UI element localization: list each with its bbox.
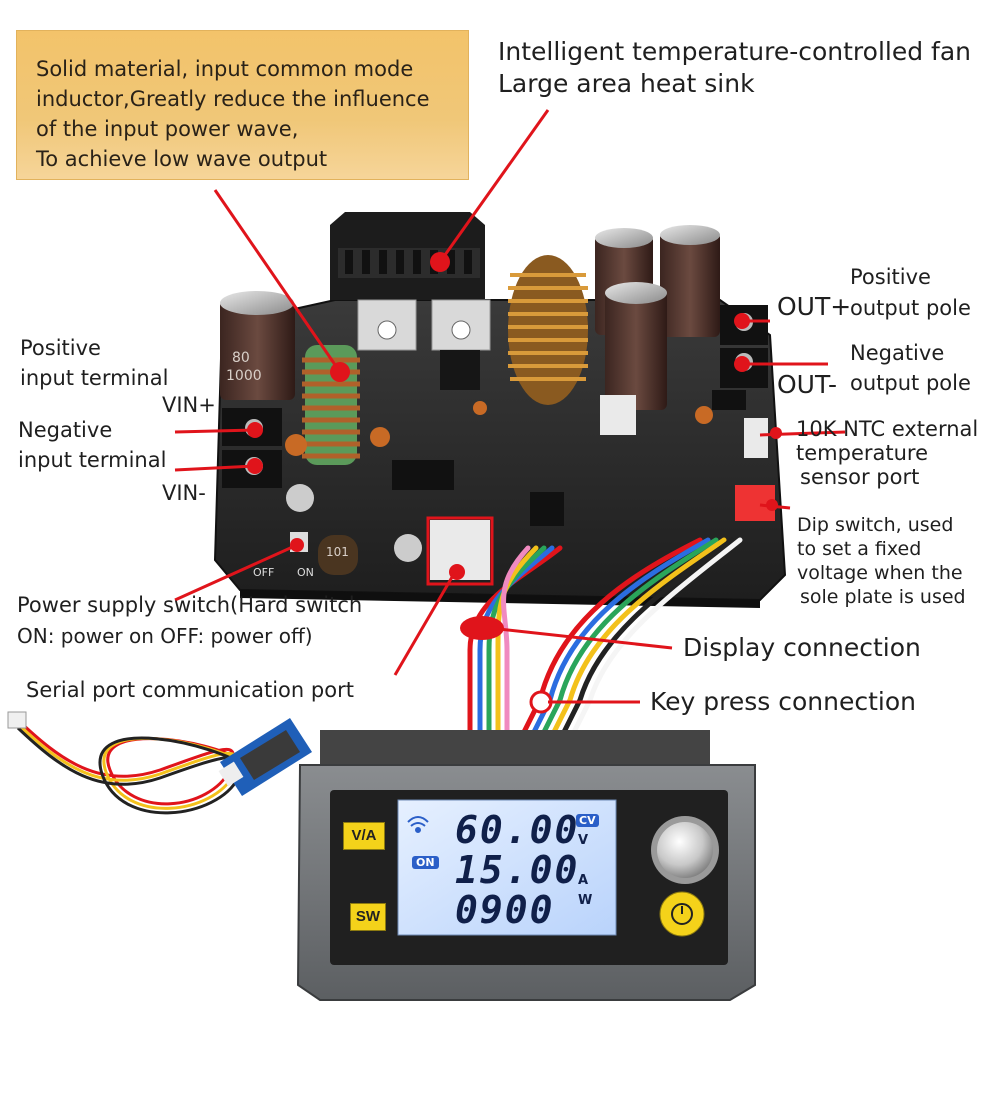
dip-label-4: sole plate is used <box>800 586 966 608</box>
callout-line-1: Solid material, input common mode <box>36 57 414 81</box>
lcd-unit-a: A <box>578 873 589 888</box>
serial-wifi-module <box>7 711 312 815</box>
on-badge: ON <box>412 856 439 869</box>
cv-badge: CV <box>576 814 599 827</box>
callout-line-4: To achieve low wave output <box>36 147 328 171</box>
annotation-dots <box>247 252 782 580</box>
lcd-voltage: 60.00 <box>455 808 580 852</box>
callout-line-3: of the input power wave, <box>36 117 299 141</box>
lcd-power: 0900 <box>455 888 555 932</box>
common-mode-inductor <box>302 345 360 465</box>
adjust-knob[interactable] <box>651 816 719 884</box>
ntc-label-1: 10K NTC external <box>796 417 979 441</box>
inductor-callout: Solid material, input common mode induct… <box>16 30 469 180</box>
pos-input-label-1: Positive <box>20 336 101 360</box>
vin-minus-tag: VIN- <box>162 481 206 505</box>
key-press-connection-label: Key press connection <box>650 687 916 716</box>
dip-label-1: Dip switch, used <box>797 514 954 536</box>
power-switch-label-2: ON: power on OFF: power off) <box>17 624 313 648</box>
fan-label-1: Intelligent temperature-controlled fan <box>498 37 972 66</box>
serial-port-label: Serial port communication port <box>26 678 354 702</box>
pos-input-label-2: input terminal <box>20 366 169 390</box>
callout-line-2: inductor,Greatly reduce the influence <box>36 87 430 111</box>
output-capacitors <box>595 225 720 410</box>
ntc-label-3: sensor port <box>800 465 920 489</box>
pcb-board <box>213 212 787 608</box>
power-switch-label-1: Power supply switch(Hard switch <box>17 593 363 617</box>
out-plus-tag: OUT+ <box>777 292 852 321</box>
wifi-icon <box>407 816 429 833</box>
neg-input-label-2: input terminal <box>18 448 167 472</box>
vin-plus-tag: VIN+ <box>162 393 216 417</box>
annotation-lines <box>174 109 846 704</box>
neg-output-label-2: output pole <box>850 371 971 395</box>
heat-sink <box>330 212 491 390</box>
dip-label-3: voltage when the <box>797 562 963 584</box>
dip-label-2: to set a fixed <box>797 538 922 560</box>
ribbon-cables <box>467 537 743 743</box>
display-connection-marker <box>460 616 504 640</box>
inductor-label: 101 <box>326 545 349 559</box>
neg-input-label-1: Negative <box>18 418 113 442</box>
lcd-unit-v: V <box>578 833 589 848</box>
pos-output-label-1: Positive <box>850 265 931 289</box>
neg-output-label-1: Negative <box>850 341 945 365</box>
input-capacitor <box>220 291 295 400</box>
fan-label-2: Large area heat sink <box>498 69 755 98</box>
va-button[interactable]: V/A <box>343 822 385 850</box>
display-module <box>296 730 756 1001</box>
switch-off-label: OFF <box>253 566 275 579</box>
display-connection-label: Display connection <box>683 633 921 662</box>
lcd-unit-w: W <box>578 893 593 908</box>
out-minus-tag: OUT- <box>777 370 837 399</box>
ntc-label-2: temperature <box>796 441 928 465</box>
ntc-connector <box>744 418 768 458</box>
switch-on-label: ON <box>297 566 314 579</box>
sw-button[interactable]: SW <box>350 903 386 931</box>
power-button[interactable] <box>660 892 704 936</box>
cap-label-80: 80 <box>232 350 250 366</box>
toroid-inductor <box>508 255 588 405</box>
cap-label-1000: 1000 <box>226 368 262 384</box>
lcd-current: 15.00 <box>455 848 580 892</box>
pos-output-label-2: output pole <box>850 296 971 320</box>
